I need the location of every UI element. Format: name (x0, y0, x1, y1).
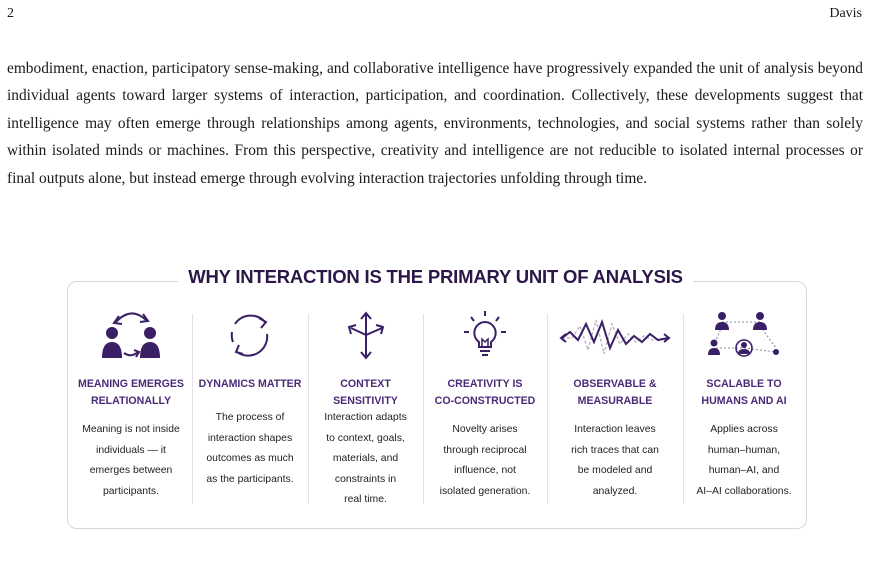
lightbulb-icon (425, 308, 545, 362)
page-header: 2 Davis (0, 0, 871, 24)
principle-description: Interaction adapts to context, goals, ma… (324, 412, 407, 505)
principle-column-meaning: MEANING EMERGES RELATIONALLY Meaning is … (72, 300, 190, 510)
principle-column-dynamics: DYNAMICS MATTER The process of interacti… (194, 300, 306, 510)
network-people-icon (685, 308, 803, 362)
principle-description: Meaning is not inside individuals — it e… (82, 424, 180, 497)
principle-label: DYNAMICS MATTER (198, 378, 302, 390)
page-number: 2 (7, 6, 14, 21)
principle-description: Applies across human–human, human–AI, an… (696, 424, 792, 497)
principle-label: SCALABLE TO HUMANS AND AI (701, 378, 787, 407)
running-author: Davis (829, 6, 862, 21)
principle-description: The process of interaction shapes outcom… (206, 412, 294, 485)
principle-description: Interaction leaves rich traces that can … (571, 424, 659, 497)
column-divider (683, 314, 684, 504)
circular-arrows-icon (194, 308, 306, 362)
principle-column-creativity: CREATIVITY IS CO-CONSTRUCTED Novelty ari… (425, 300, 545, 510)
principle-label: CREATIVITY IS CO-CONSTRUCTED (434, 378, 536, 407)
column-divider (547, 314, 548, 504)
figure-title-wrap: WHY INTERACTION IS THE PRIMARY UNIT OF A… (0, 266, 871, 288)
principle-column-observable: OBSERVABLE & MEASURABLE Interaction leav… (549, 300, 681, 510)
two-people-arrows-icon (72, 308, 190, 362)
wave-trace-icon (549, 308, 681, 362)
principle-column-context: CONTEXT SENSITIVITY Interaction adapts t… (310, 300, 421, 510)
four-way-arrows-icon (310, 308, 421, 362)
principle-label: OBSERVABLE & MEASURABLE (573, 378, 657, 407)
column-divider (192, 314, 193, 504)
column-divider (308, 314, 309, 504)
column-divider (423, 314, 424, 504)
principle-description: Novelty arises through reciprocal influe… (439, 424, 531, 497)
principle-label: MEANING EMERGES RELATIONALLY (78, 378, 184, 407)
body-paragraph: embodiment, enaction, participatory sens… (7, 60, 863, 187)
principle-label: CONTEXT SENSITIVITY (333, 378, 398, 407)
figure-title: WHY INTERACTION IS THE PRIMARY UNIT OF A… (178, 266, 693, 288)
principle-column-scalable: SCALABLE TO HUMANS AND AI Applies across… (685, 300, 803, 510)
